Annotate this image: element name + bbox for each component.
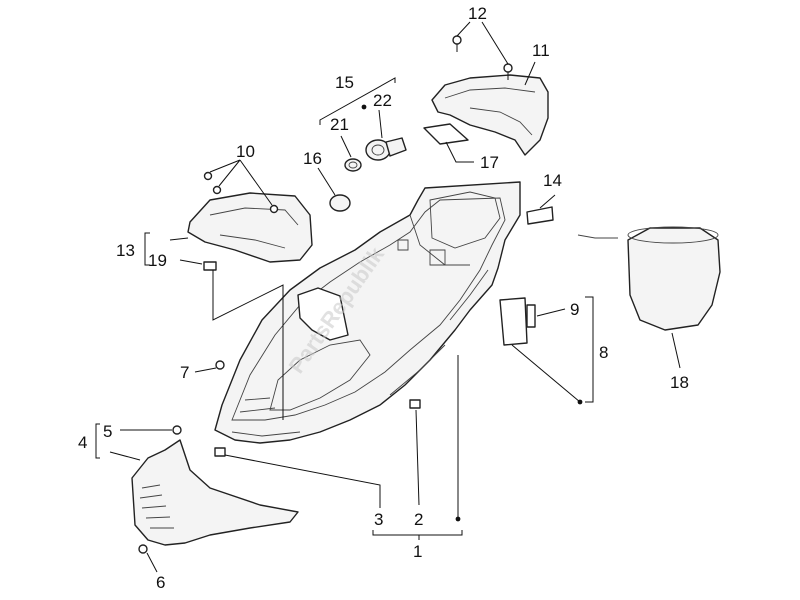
callout-5: 5 [103,422,112,441]
tray-part-10 [187,192,313,263]
callout-22: 22 [373,91,392,110]
callout-1: 1 [413,542,422,561]
callout-4: 4 [78,433,87,452]
callout-11: 11 [532,41,550,60]
socket-part-22 [365,137,407,161]
callout-labels: 1 2 3 4 5 6 7 8 9 10 11 12 13 14 15 16 1… [78,4,689,592]
callout-6: 6 [156,573,165,592]
callout-14: 14 [543,171,562,190]
helmet-compartment [214,181,521,444]
fuse-part-9 [526,304,536,328]
callout-12: 12 [468,4,487,23]
callout-10: 10 [236,142,255,161]
label-part-14 [526,206,554,225]
clip-part-19 [203,261,217,271]
screw-part-10-c [269,204,279,214]
callout-17: 17 [480,153,499,172]
callout-2: 2 [414,510,423,529]
ring-part-21 [344,158,362,172]
callout-16: 16 [303,149,322,168]
screw-part-7 [215,360,225,370]
screw-part-12-b [503,63,513,80]
clip-part-5 [172,425,182,435]
clip-part-3 [214,447,226,457]
screw-part-12-a [452,35,462,52]
grille-cover-part-4 [131,439,299,546]
screw-part-10-a [203,171,213,181]
callout-3: 3 [374,510,383,529]
screw-part-10-b [212,185,222,195]
clip-part-2 [409,399,421,409]
rear-cover-part-11 [431,74,549,156]
callout-19: 19 [148,251,167,270]
callout-13: 13 [116,241,135,260]
callout-18: 18 [670,373,689,392]
card-part-8 [499,297,528,346]
callout-8: 8 [599,343,608,362]
callout-21: 21 [330,115,349,134]
screw-part-6 [138,544,148,554]
callout-7: 7 [180,363,189,382]
flap-part-17 [423,123,469,145]
bag-part-18 [577,226,721,331]
cap-part-16 [329,194,351,212]
leader-lines [95,21,681,573]
callout-15: 15 [335,73,354,92]
callout-9: 9 [570,300,579,319]
